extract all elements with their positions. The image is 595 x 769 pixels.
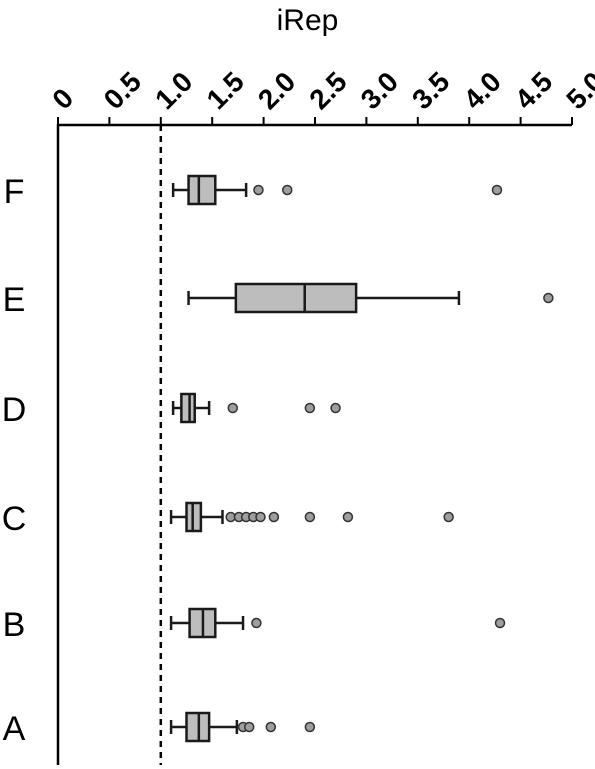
outlier-point — [304, 402, 316, 414]
x-tick-label: 0 — [46, 82, 79, 115]
category-label: D — [2, 391, 27, 429]
outlier-point — [543, 292, 554, 304]
x-tick-label: 1.0 — [149, 66, 198, 115]
category-label: C — [2, 500, 27, 538]
x-tick-label: 1.5 — [201, 66, 250, 115]
outlier-point — [268, 511, 280, 523]
box-iqr — [234, 282, 358, 314]
x-tick-label: 2.0 — [252, 66, 301, 115]
x-tick-label: 4.0 — [458, 66, 507, 115]
x-tick-label: 4.5 — [509, 66, 558, 115]
category-label: A — [3, 710, 26, 748]
x-tick-label: 2.5 — [303, 66, 352, 115]
outlier-point — [253, 184, 264, 196]
outlier-point — [255, 511, 266, 523]
x-tick-label: 0.5 — [98, 66, 147, 115]
category-label: B — [3, 606, 26, 644]
outlier-point — [281, 184, 293, 196]
x-tick-label: 5.0 — [560, 66, 595, 115]
outlier-point — [251, 617, 262, 629]
x-axis-title: iRep — [276, 4, 339, 37]
outlier-point — [443, 511, 454, 523]
category-label: E — [3, 281, 26, 319]
outlier-point — [243, 721, 255, 733]
outlier-point — [304, 511, 316, 523]
outlier-point — [265, 721, 277, 733]
outlier-point — [342, 511, 354, 523]
outlier-point — [304, 721, 316, 733]
box-iqr — [180, 392, 196, 424]
x-tick-label: 3.0 — [355, 66, 404, 115]
outlier-point — [227, 402, 239, 414]
box-iqr — [187, 174, 217, 206]
outlier-point — [494, 617, 506, 629]
category-label: F — [4, 173, 25, 211]
x-tick-label: 3.5 — [406, 66, 455, 115]
outlier-point — [491, 184, 503, 196]
outlier-point — [330, 402, 341, 414]
